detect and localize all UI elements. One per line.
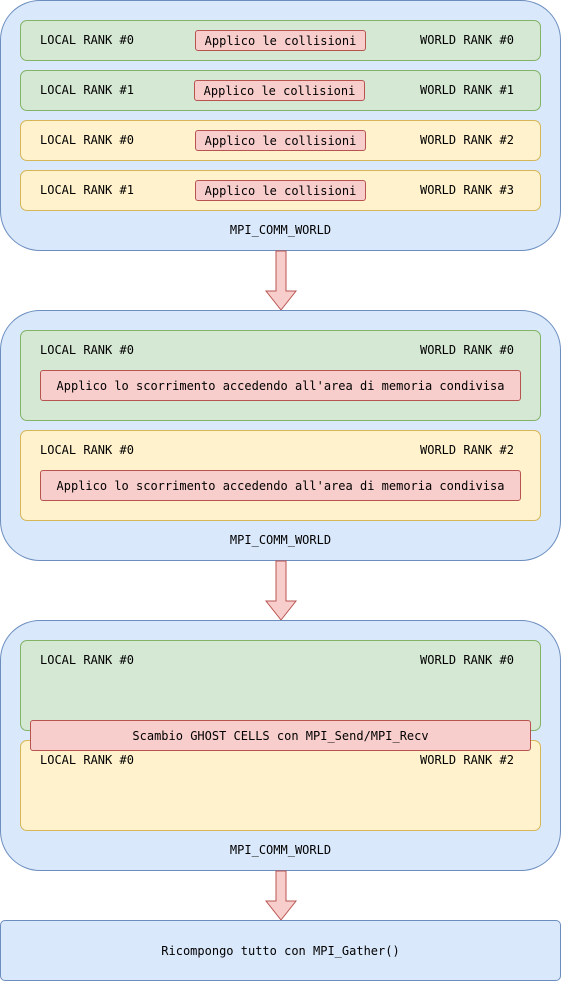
- world-rank-label: WORLD RANK #2: [420, 753, 514, 767]
- world-rank-label: WORLD RANK #0: [420, 33, 514, 47]
- local-rank-label: LOCAL RANK #1: [40, 83, 134, 97]
- stage3-rank-node: [20, 740, 541, 831]
- local-rank-label: LOCAL RANK #0: [40, 33, 134, 47]
- down-arrow-icon: [264, 250, 298, 311]
- local-rank-label: LOCAL RANK #0: [40, 343, 134, 357]
- down-arrow-icon: [264, 560, 298, 621]
- local-rank-label: LOCAL RANK #0: [40, 443, 134, 457]
- down-arrow-icon: [264, 870, 298, 921]
- comm-world-label: MPI_COMM_WORLD: [229, 223, 332, 237]
- world-rank-label: WORLD RANK #1: [420, 83, 514, 97]
- world-rank-label: WORLD RANK #2: [420, 443, 514, 457]
- shared-memory-action-box: Applico lo scorrimento accedendo all'are…: [40, 370, 521, 401]
- ghost-cells-exchange-box: Scambio GHOST CELLS con MPI_Send/MPI_Rec…: [30, 720, 531, 751]
- world-rank-label: WORLD RANK #0: [420, 653, 514, 667]
- local-rank-label: LOCAL RANK #0: [40, 133, 134, 147]
- local-rank-label: LOCAL RANK #0: [40, 753, 134, 767]
- collision-action-box: Applico le collisioni: [195, 30, 366, 51]
- world-rank-label: WORLD RANK #0: [420, 343, 514, 357]
- world-rank-label: WORLD RANK #3: [420, 183, 514, 197]
- collision-action-box: Applico le collisioni: [195, 180, 366, 201]
- shared-memory-action-box: Applico lo scorrimento accedendo all'are…: [40, 470, 521, 501]
- comm-world-label: MPI_COMM_WORLD: [229, 533, 332, 547]
- collision-action-box: Applico le collisioni: [195, 130, 366, 151]
- collision-action-box: Applico le collisioni: [194, 80, 365, 101]
- world-rank-label: WORLD RANK #2: [420, 133, 514, 147]
- gather-step-box: Ricompongo tutto con MPI_Gather(): [0, 920, 561, 981]
- local-rank-label: LOCAL RANK #0: [40, 653, 134, 667]
- comm-world-label: MPI_COMM_WORLD: [229, 843, 332, 857]
- stage3-rank-node: [20, 640, 541, 731]
- local-rank-label: LOCAL RANK #1: [40, 183, 134, 197]
- gather-step-label: Ricompongo tutto con MPI_Gather(): [161, 943, 400, 958]
